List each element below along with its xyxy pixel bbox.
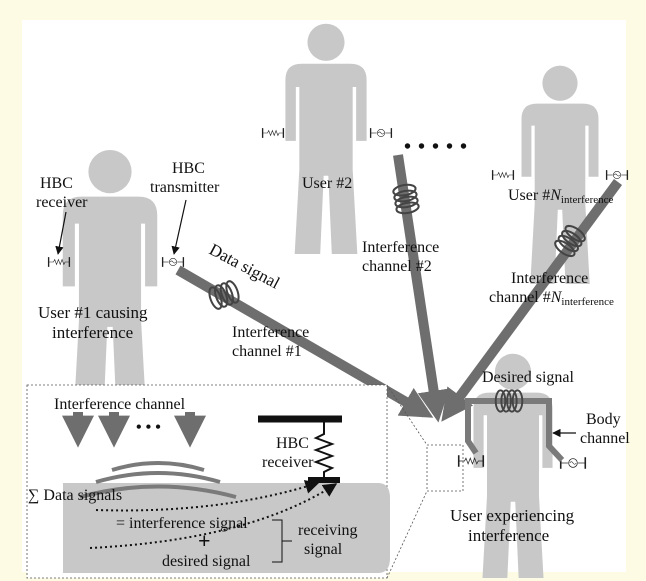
inset-interference-signal-label: = interference signal: [116, 515, 248, 532]
inset-body-tissue: [63, 483, 390, 573]
body-channel-path: [465, 398, 565, 463]
inset-plus-sign: +: [198, 528, 211, 553]
interference-channel-N-arrow: [441, 179, 623, 422]
zoom-projection-top: [386, 384, 428, 446]
inset-receiver-resistor-icon: [313, 419, 335, 480]
interference-signal-path: [95, 480, 320, 512]
desired-signal-path: [89, 483, 338, 549]
receiving-signal-brace: [272, 519, 292, 563]
zoom-box: [426, 444, 464, 492]
wave-arc-3: [79, 484, 237, 499]
hbc-transmitter-pointer: [171, 199, 187, 255]
users-ellipsis: • • • • •: [404, 136, 468, 158]
hbc-receiver-pointer: [55, 211, 67, 255]
inset-sum-data-signals-label: ∑ Data signals: [28, 487, 122, 504]
wave-arc-2: [95, 471, 221, 484]
user2-label: User #2: [302, 175, 352, 192]
inset-interference-channel-label: Interference channel: [54, 396, 186, 413]
inset-ellipsis: • • •: [136, 419, 161, 436]
inset-desired-signal-label: desired signal: [162, 553, 251, 570]
userN-label: User #Ninterference: [508, 187, 614, 206]
wave-arc-1: [111, 461, 205, 472]
desired-signal-label: Desired signal: [482, 369, 575, 386]
